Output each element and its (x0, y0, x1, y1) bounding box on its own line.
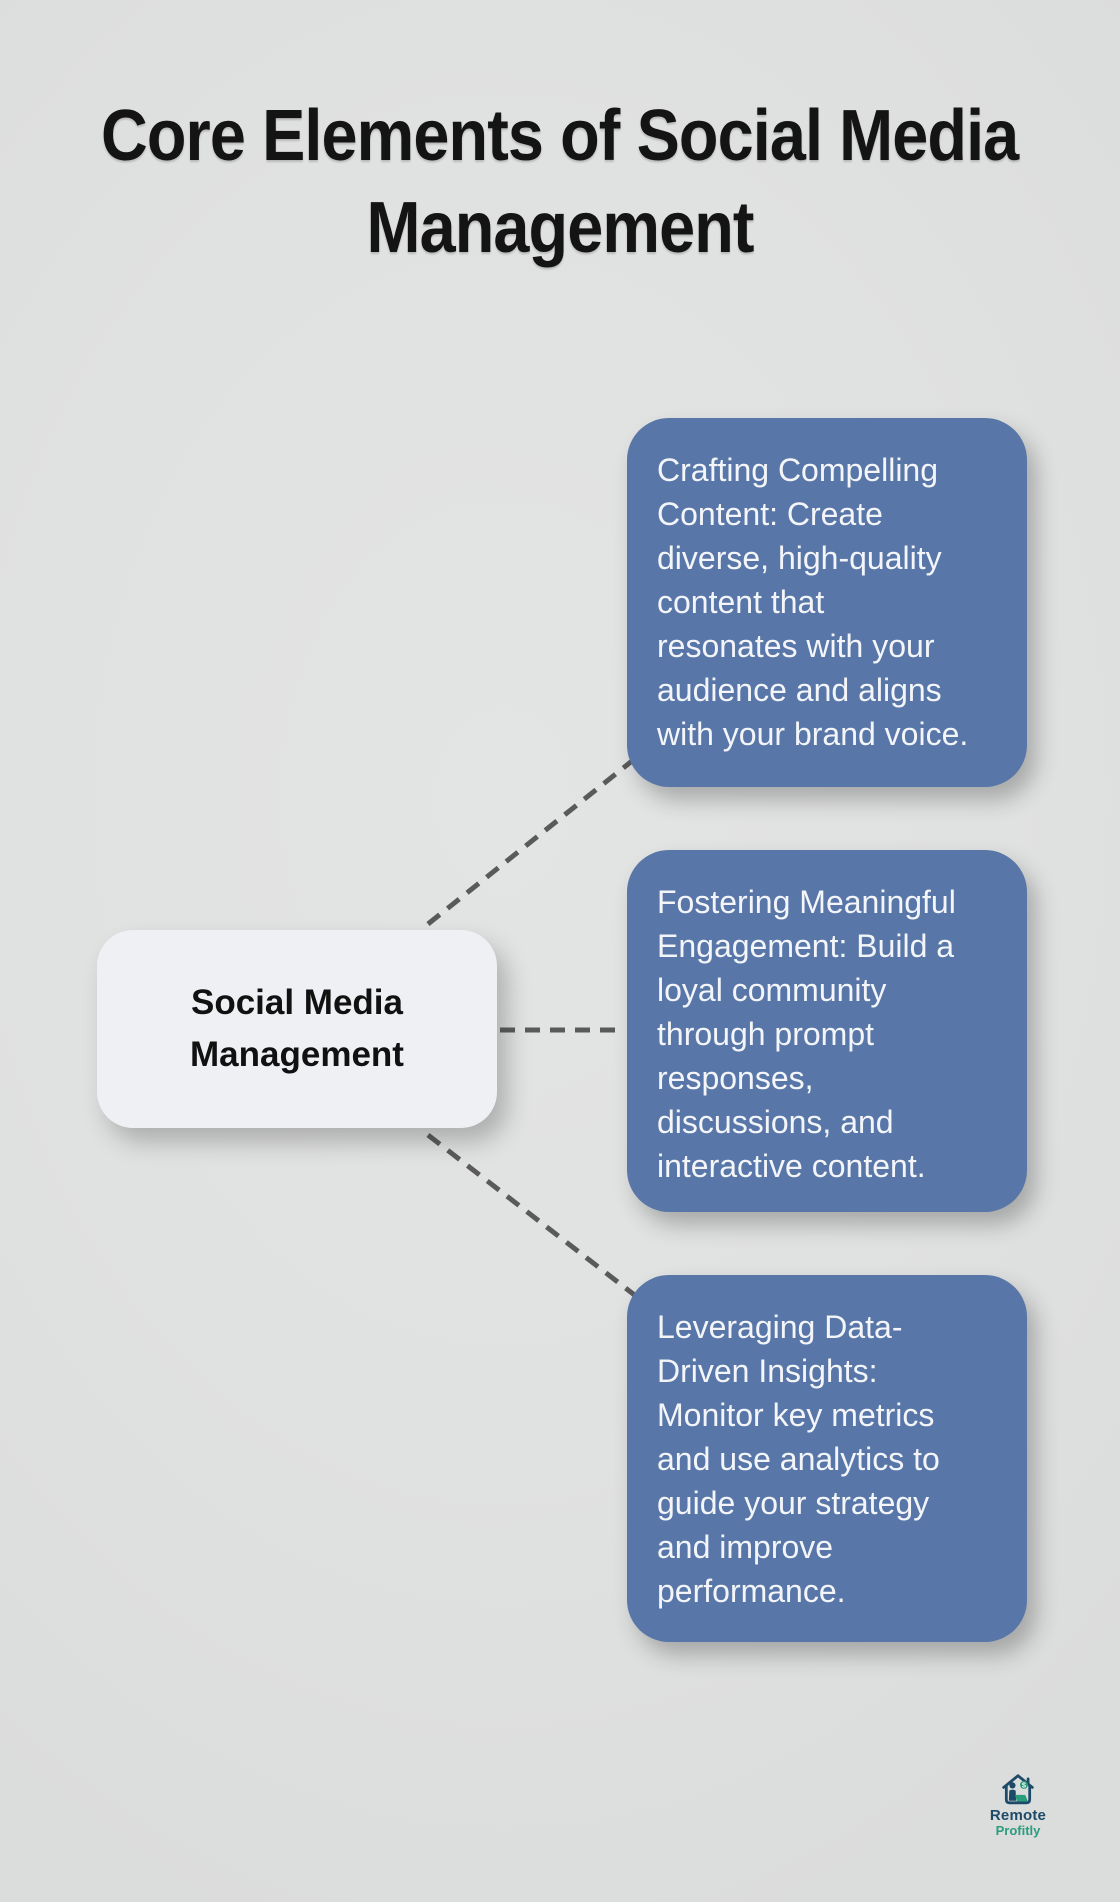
branch-card-insights: Leveraging Data-Driven Insights: Monitor… (627, 1275, 1027, 1642)
branch-card-insights-text: Leveraging Data-Driven Insights: Monitor… (657, 1309, 940, 1609)
page-title-line-2: Management (366, 188, 754, 268)
branch-card-content: Crafting Compelling Content: Create dive… (627, 418, 1027, 787)
remote-work-house-icon: $ (1002, 1774, 1034, 1805)
connector-line-bottom (426, 1133, 652, 1309)
brand-logo: $ Remote Profitly (986, 1772, 1050, 1838)
central-node-label: Social Media Management (190, 983, 404, 1074)
page-title: Core Elements of Social Media Management (0, 90, 1120, 274)
svg-text:$: $ (1022, 1781, 1027, 1790)
connector-line-top (426, 755, 639, 926)
dollar-icon (1020, 1781, 1028, 1789)
branch-card-content-text: Crafting Compelling Content: Create dive… (657, 452, 969, 752)
branch-card-engagement: Fostering Meaningful Engagement: Build a… (627, 850, 1027, 1212)
brand-logo-word-profitly: Profitly (995, 1823, 1041, 1838)
page-title-line-1: Core Elements of Social Media (101, 96, 1019, 176)
central-node: Social Media Management (97, 930, 497, 1128)
person-icon (1009, 1782, 1016, 1789)
branch-card-engagement-text: Fostering Meaningful Engagement: Build a… (657, 884, 956, 1184)
laptop-icon (1015, 1794, 1028, 1802)
brand-logo-word-remote: Remote (989, 1807, 1047, 1824)
